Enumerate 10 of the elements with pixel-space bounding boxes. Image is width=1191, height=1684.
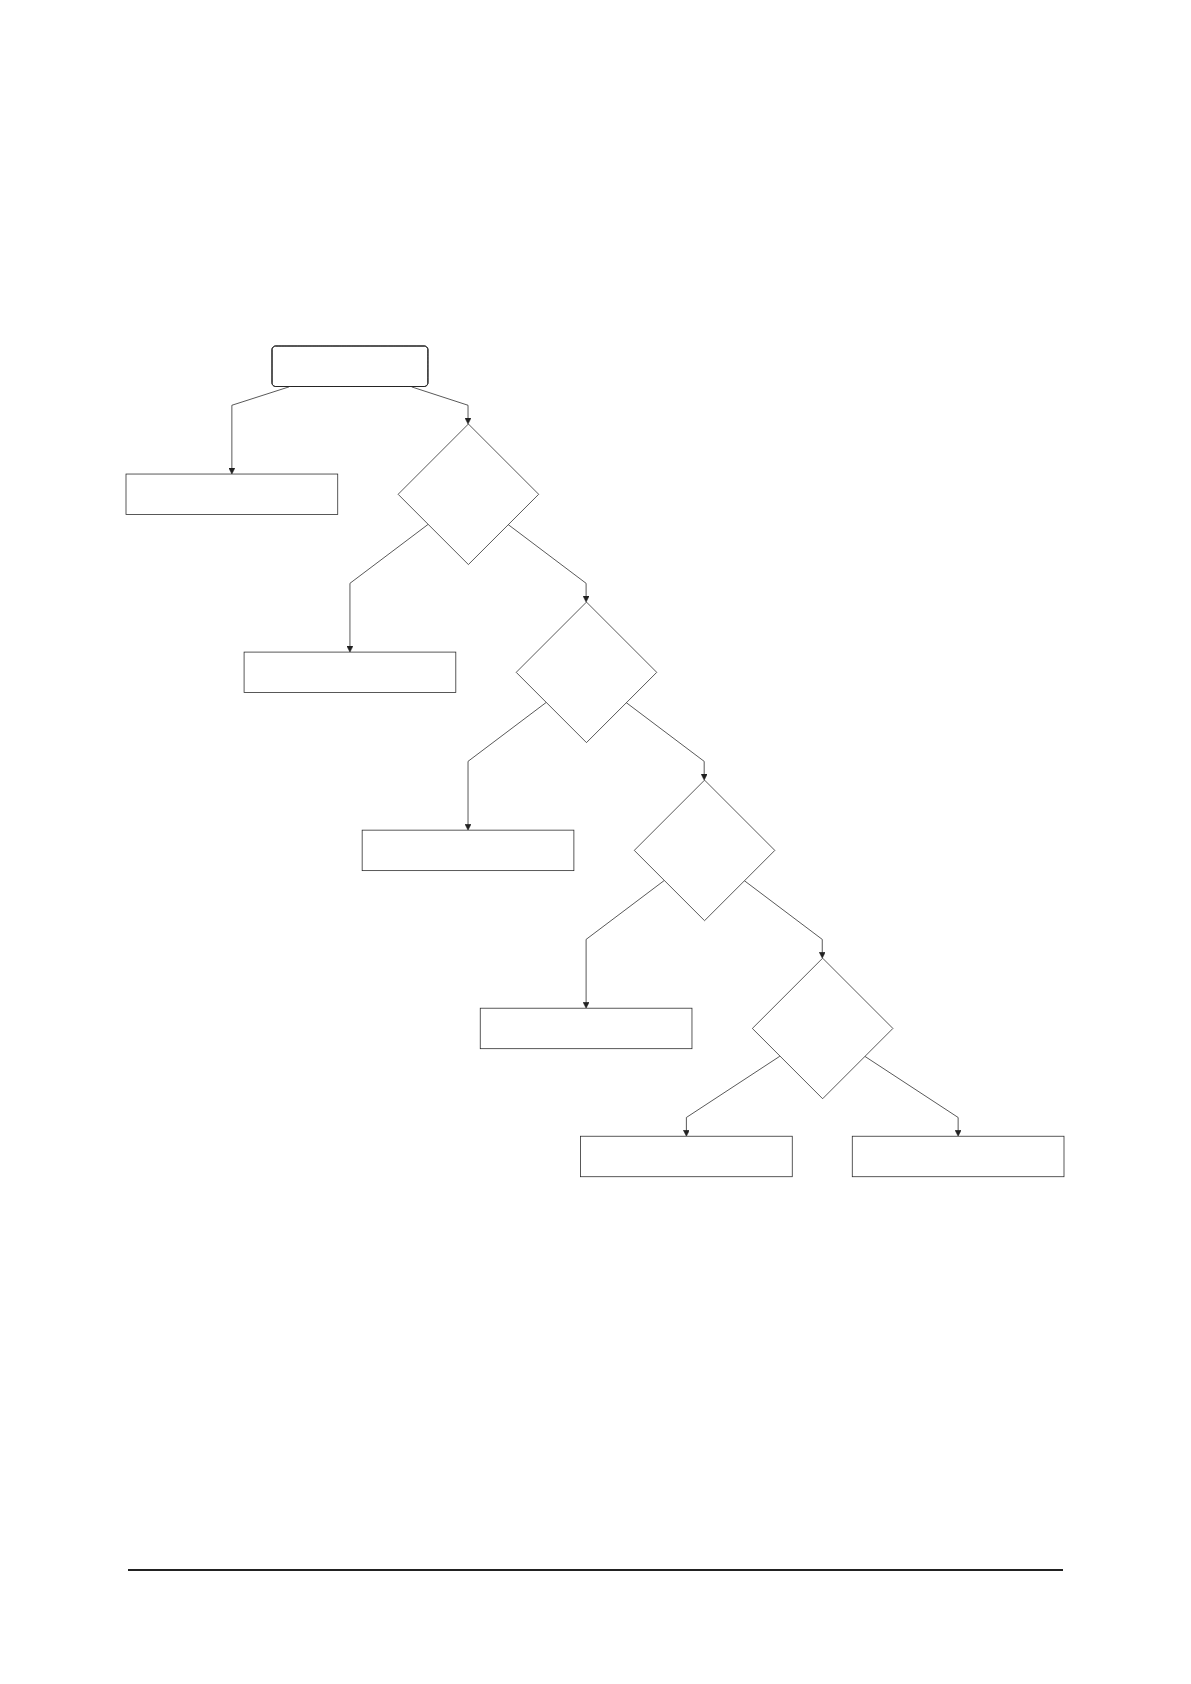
node-box [580,1135,793,1178]
node-box [125,473,339,515]
node-box [243,651,457,693]
node-diamond [633,779,776,922]
node-diamond [752,957,894,1100]
node-box [479,1007,693,1050]
node-box [361,829,575,872]
node-box [851,1135,1065,1178]
node-diamond [515,601,658,743]
node-diamond [397,423,540,565]
